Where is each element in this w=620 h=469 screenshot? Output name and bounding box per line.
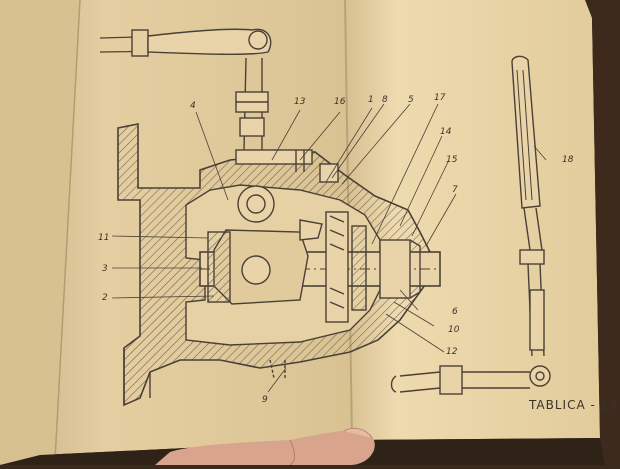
callout-10: 10 — [448, 325, 460, 335]
left-page-edge — [0, 0, 80, 465]
hand — [155, 427, 375, 466]
callout-17: 17 — [434, 93, 446, 103]
callout-18: 18 — [562, 155, 574, 165]
callout-9: 9 — [262, 395, 268, 405]
callout-12: 12 — [446, 347, 458, 357]
plate-caption: TABLICA - 18 — [529, 398, 618, 412]
callout-leaders — [111, 103, 547, 393]
callout-4: 4 — [190, 101, 196, 111]
callout-7: 7 — [452, 185, 458, 195]
callout-5: 5 — [408, 95, 414, 105]
callout-16: 16 — [334, 97, 346, 107]
callout-15: 15 — [446, 155, 458, 165]
callout-14: 14 — [440, 127, 452, 137]
callout-13: 13 — [294, 97, 306, 107]
callout-3: 3 — [102, 264, 108, 274]
callout-numbers: 4 13 16 1 8 5 17 14 15 7 11 3 2 6 10 12 … — [98, 93, 574, 405]
callout-8: 8 — [382, 95, 388, 105]
callout-11: 11 — [98, 233, 109, 243]
callout-1: 1 — [368, 95, 374, 105]
cross-section-drawing — [99, 28, 551, 407]
callout-2: 2 — [102, 293, 108, 303]
callout-6: 6 — [452, 307, 458, 317]
